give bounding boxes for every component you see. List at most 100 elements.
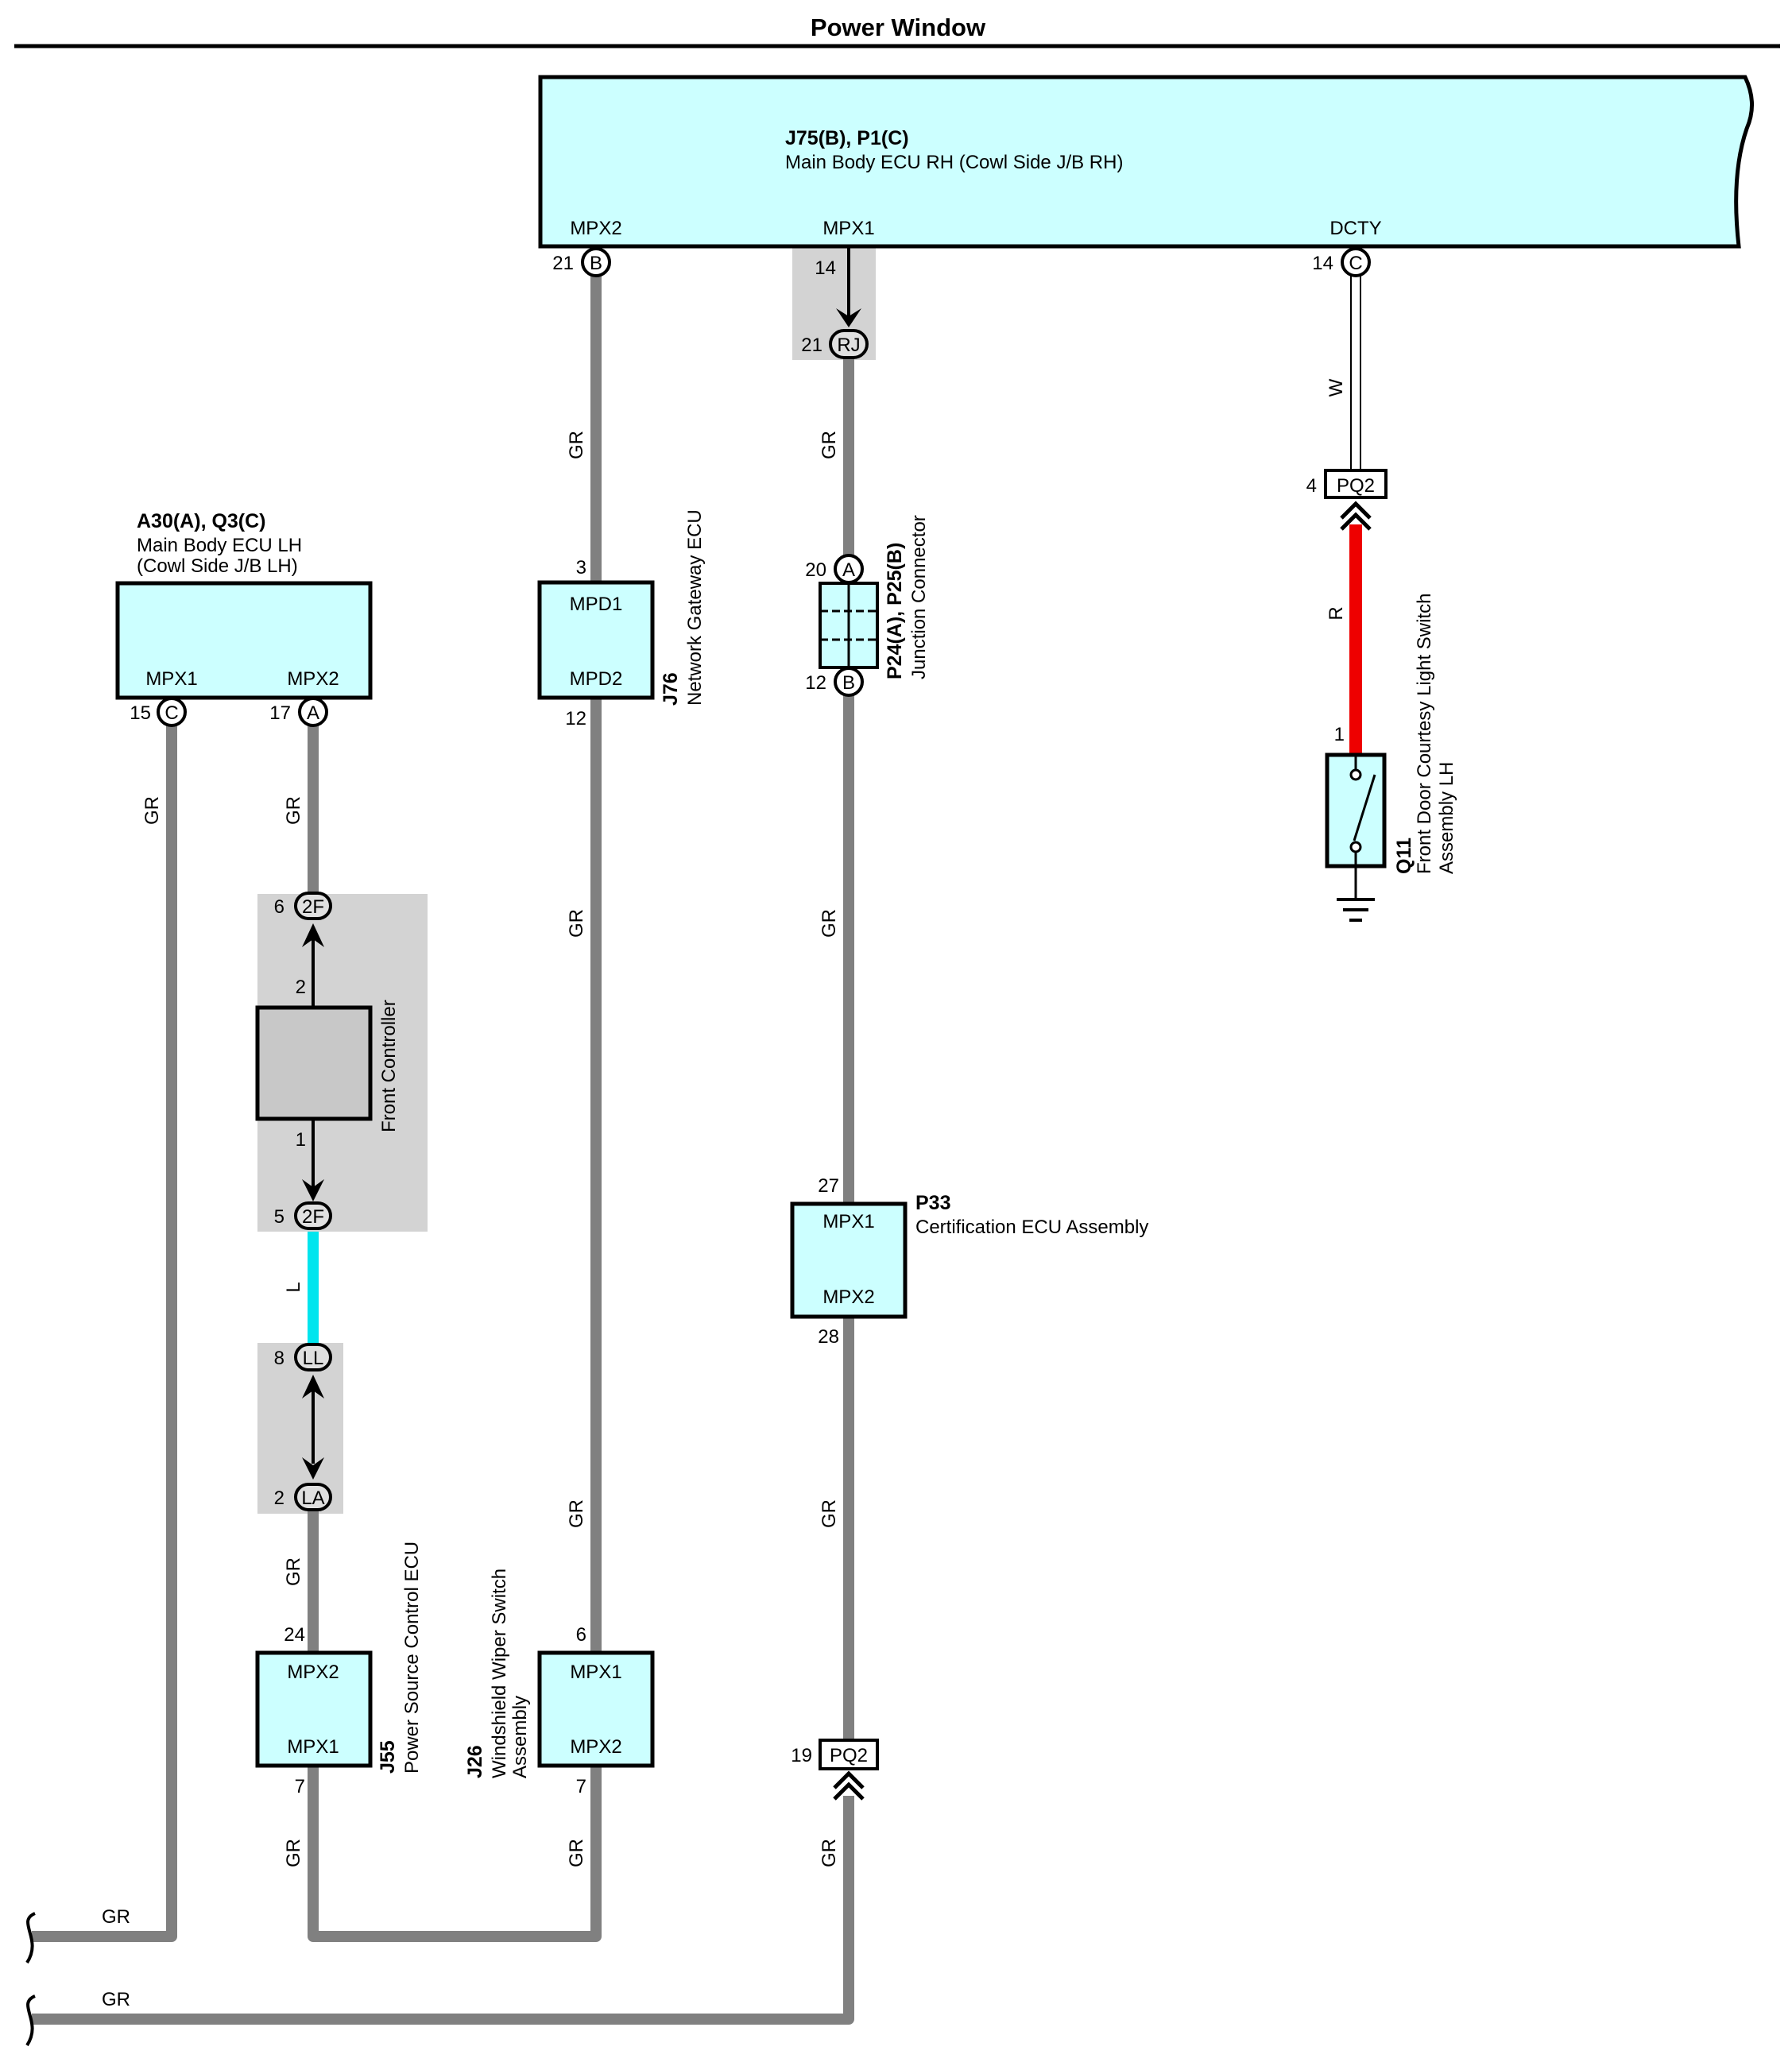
junction-id: P24(A), P25(B) bbox=[884, 543, 906, 679]
wire-label-gr-wiper-in: GR bbox=[566, 1499, 587, 1528]
wire-label-w: W bbox=[1326, 378, 1347, 397]
pin-num-2f-top: 6 bbox=[274, 896, 284, 918]
wire-pq2-to-left-edge bbox=[32, 1796, 854, 2025]
gateway-id: J76 bbox=[660, 672, 682, 706]
connector-lh-a-label: A bbox=[307, 702, 319, 724]
wire-label-gr-rj: GR bbox=[819, 431, 840, 459]
front-controller-box bbox=[255, 1005, 373, 1121]
pin-mpx1-lh: MPX1 bbox=[145, 668, 197, 690]
connector-la bbox=[294, 1483, 332, 1511]
wire-label-gr-cert-out: GR bbox=[819, 1499, 840, 1528]
connector-jc-b-label: B bbox=[842, 672, 855, 694]
power-source-id: J55 bbox=[377, 1740, 399, 1774]
wire-label-r: R bbox=[1326, 606, 1347, 620]
ws-pin-bottom: MPX2 bbox=[570, 1736, 621, 1758]
pin-mpx2-lh: MPX2 bbox=[287, 668, 339, 690]
pq2-mid-chevron bbox=[833, 1770, 865, 1801]
connector-2f-top-label: 2F bbox=[302, 896, 324, 918]
pin-mpx1-rh: MPX1 bbox=[822, 218, 874, 239]
connector-rh-b-label: B bbox=[590, 253, 602, 274]
connector-lh-c bbox=[157, 697, 187, 727]
pin-mpx2-rh: MPX2 bbox=[570, 218, 621, 239]
ws-pin-top: MPX1 bbox=[570, 1662, 621, 1683]
power-source-ecu-box bbox=[255, 1650, 373, 1768]
pin-num-cert-in: 27 bbox=[818, 1175, 839, 1197]
connector-ll-label: LL bbox=[303, 1348, 324, 1369]
pin-num-rj-lower: 21 bbox=[801, 335, 822, 356]
pin-num-lh-c: 15 bbox=[130, 702, 151, 724]
front-controller-arrow-down bbox=[302, 1179, 324, 1201]
main-ecu-rh-name: Main Body ECU RH (Cowl Side J/B RH) bbox=[785, 152, 1123, 173]
wire-label-l: L bbox=[283, 1282, 304, 1292]
main-body-ecu-lh-box bbox=[115, 581, 373, 700]
pin-num-2f-bottom: 5 bbox=[274, 1206, 284, 1228]
pin-num-la: 2 bbox=[274, 1488, 284, 1509]
connector-pq2-right bbox=[1324, 469, 1388, 499]
pin-num-ws-in: 6 bbox=[576, 1624, 586, 1646]
certification-ecu-box bbox=[790, 1201, 908, 1319]
wire-label-gr-la: GR bbox=[283, 1557, 304, 1586]
cert-ecu-id: P33 bbox=[915, 1192, 950, 1214]
ll-arrow-up bbox=[302, 1375, 324, 1399]
connector-rj bbox=[829, 329, 869, 359]
wire-break-symbol-bottom bbox=[25, 1994, 36, 2047]
cert-ecu-name: Certification ECU Assembly bbox=[915, 1217, 1148, 1238]
connector-jc-a-label: A bbox=[842, 559, 855, 581]
pin-num-gw-in: 3 bbox=[576, 557, 586, 578]
connector-2f-bottom-label: 2F bbox=[302, 1206, 324, 1228]
pin-num-rh-b: 21 bbox=[552, 253, 574, 274]
main-ecu-rh-id: J75(B), P1(C) bbox=[785, 127, 909, 149]
pin-num-switch: 1 bbox=[1334, 724, 1345, 745]
connector-2f-bottom bbox=[294, 1201, 332, 1230]
pin-num-fc-bottom: 1 bbox=[296, 1129, 306, 1151]
wire-label-gr-pq2-out: GR bbox=[819, 1839, 840, 1867]
wire-wiper-to-power-source bbox=[308, 1766, 602, 1942]
connector-lh-a bbox=[298, 697, 328, 727]
connector-rh-b bbox=[581, 247, 611, 277]
ps-pin-top: MPX2 bbox=[287, 1662, 339, 1683]
connector-ll bbox=[294, 1343, 332, 1371]
wire-label-gr-gateway-out: GR bbox=[566, 909, 587, 938]
cert-pin-top: MPX1 bbox=[822, 1211, 874, 1232]
pin-num-ll: 8 bbox=[274, 1348, 284, 1369]
pin-dcty: DCTY bbox=[1329, 218, 1381, 239]
main-ecu-lh-name-2: (Cowl Side J/B LH) bbox=[137, 555, 298, 577]
connector-lh-c-label: C bbox=[164, 702, 178, 724]
pin-num-jc-a: 20 bbox=[805, 559, 826, 581]
pin-num-cert-out: 28 bbox=[818, 1326, 839, 1348]
la-arrow-down bbox=[302, 1457, 324, 1480]
wire-label-gr-lh-a: GR bbox=[283, 796, 304, 825]
pin-num-pq2-mid: 19 bbox=[791, 1745, 812, 1766]
rj-arrow-head bbox=[836, 308, 861, 327]
wire-break-symbol-top bbox=[25, 1912, 36, 1964]
pin-num-gw-out: 12 bbox=[565, 708, 586, 729]
connector-pq2-mid bbox=[819, 1739, 879, 1770]
courtesy-switch-name-1: Front Door Courtesy Light Switch bbox=[1414, 594, 1435, 874]
connector-rh-c bbox=[1341, 247, 1371, 277]
front-controller-arrow-up bbox=[302, 923, 324, 947]
wire-label-gr-junction-out: GR bbox=[819, 909, 840, 938]
pin-num-rj-upper: 14 bbox=[815, 257, 836, 279]
switch-contact-bottom bbox=[1349, 841, 1362, 853]
ps-pin-bottom: MPX1 bbox=[287, 1736, 339, 1758]
main-ecu-lh-name-1: Main Body ECU LH bbox=[137, 535, 302, 556]
switch-blade bbox=[1353, 774, 1376, 841]
page-title: Power Window bbox=[811, 14, 986, 41]
connector-rh-c-label: C bbox=[1349, 253, 1362, 274]
wiper-switch-box bbox=[537, 1650, 655, 1768]
pin-num-pq2-right: 4 bbox=[1306, 475, 1317, 497]
wire-lh-c-to-left-edge bbox=[32, 712, 177, 1942]
main-ecu-lh-id: A30(A), Q3(C) bbox=[137, 510, 266, 532]
wire-label-gr-ps-out: GR bbox=[283, 1839, 304, 1867]
gateway-pin-bottom: MPD2 bbox=[570, 668, 623, 690]
wire-label-gr-ws-out: GR bbox=[566, 1839, 587, 1867]
courtesy-switch-id: Q11 bbox=[1393, 838, 1415, 874]
pin-num-jc-b: 12 bbox=[805, 672, 826, 694]
wire-label-gr-gateway-in: GR bbox=[566, 431, 587, 459]
switch-contact-top bbox=[1349, 768, 1362, 781]
connector-pq2-right-label: PQ2 bbox=[1337, 475, 1375, 497]
gateway-box bbox=[537, 580, 655, 700]
wire-label-gr-bottom-1: GR bbox=[102, 1906, 130, 1928]
connector-2f-top bbox=[294, 892, 332, 920]
